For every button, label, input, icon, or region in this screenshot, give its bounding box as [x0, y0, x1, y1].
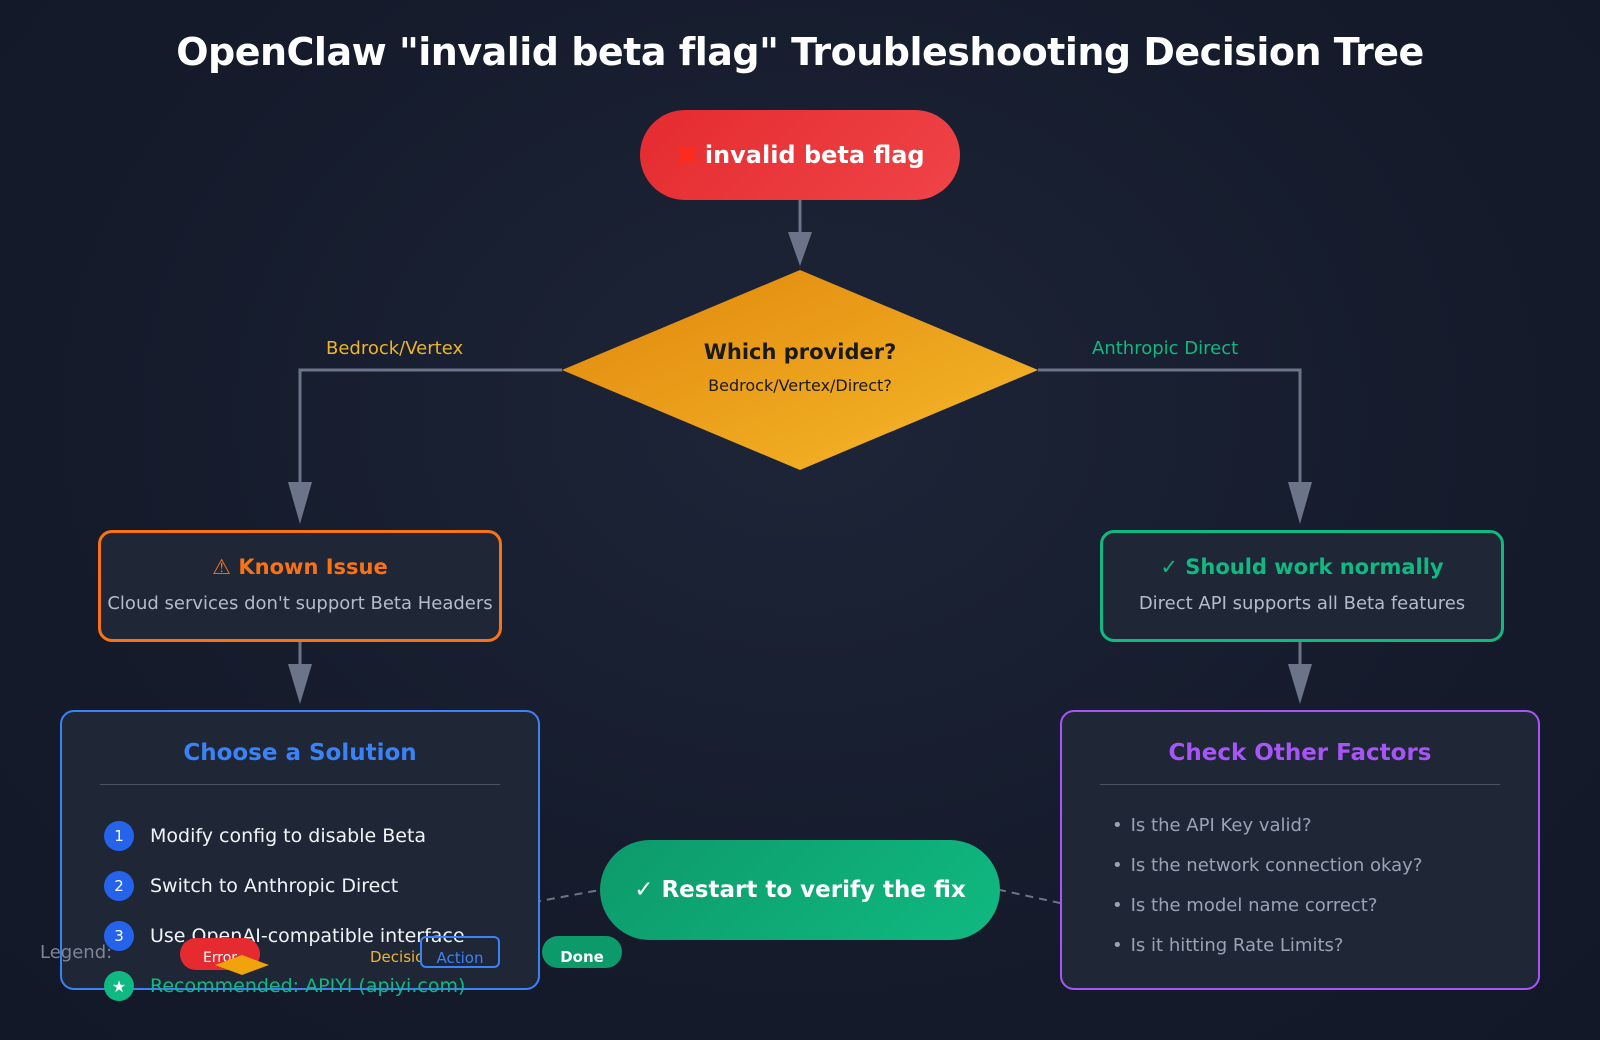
factor-item: •Is the model name correct? — [1112, 895, 1378, 916]
factor-item: •Is the network connection okay? — [1112, 855, 1423, 876]
factor-label: Is it hitting Rate Limits? — [1130, 935, 1344, 956]
factor-label: Is the model name correct? — [1130, 895, 1378, 916]
solution-label: Modify config to disable Beta — [150, 825, 427, 847]
number-badge: 3 — [104, 921, 134, 951]
solution-title: Choose a Solution — [183, 740, 417, 766]
x-icon: ✖ — [675, 138, 699, 172]
arrowhead-normal — [1288, 482, 1312, 524]
known-issue-box: ⚠ Known Issue Cloud services don't suppo… — [98, 530, 502, 642]
start-label: invalid beta flag — [704, 141, 925, 169]
factor-label: Is the network connection okay? — [1130, 855, 1423, 876]
arrowhead-solution — [288, 664, 312, 704]
edge-decision-left — [298, 368, 562, 482]
arrowhead-known — [288, 482, 312, 524]
solution-divider — [100, 784, 500, 785]
decision-title: Which provider? — [703, 339, 897, 364]
decision-diamond — [562, 270, 1038, 470]
known-issue-body: Cloud services don't support Beta Header… — [107, 593, 493, 614]
arrowhead-factors — [1288, 664, 1312, 704]
branch-label-right: Anthropic Direct — [1092, 338, 1239, 359]
normal-title: ✓ Should work normally — [1160, 555, 1444, 579]
factors-divider — [1100, 784, 1500, 785]
factor-item: •Is the API Key valid? — [1112, 815, 1312, 836]
solution-item: 1 Modify config to disable Beta — [104, 820, 465, 852]
solution-item-recommended: ★ Recommended: APIYI (apiyi.com) — [104, 970, 465, 1002]
decision-node: Which provider? Bedrock/Vertex/Direct? — [560, 268, 1040, 472]
solution-label: Switch to Anthropic Direct — [150, 875, 399, 897]
solution-panel: Choose a Solution 1 Modify config to dis… — [60, 710, 540, 1001]
factor-item: •Is it hitting Rate Limits? — [1112, 935, 1344, 956]
number-badge: 1 — [104, 821, 134, 851]
arrowhead-decision — [788, 232, 812, 266]
factor-list: •Is the API Key valid? •Is the network c… — [1112, 810, 1422, 970]
normal-box: ✓ Should work normally Direct API suppor… — [1100, 530, 1504, 642]
start-node-error: ✖ invalid beta flag — [640, 110, 960, 200]
decision-subtitle: Bedrock/Vertex/Direct? — [708, 375, 892, 395]
page-title: OpenClaw "invalid beta flag" Troubleshoo… — [176, 30, 1424, 74]
factors-title: Check Other Factors — [1168, 740, 1432, 766]
branch-label-left: Bedrock/Vertex — [326, 338, 464, 359]
legend-label: Legend: — [40, 942, 113, 963]
restart-node: ✓ Restart to verify the fix — [600, 840, 1000, 940]
factor-label: Is the API Key valid? — [1130, 815, 1312, 836]
legend-decision: Decision — [370, 948, 422, 966]
legend-diamond-icon — [215, 955, 269, 975]
number-badge: 2 — [104, 871, 134, 901]
factors-panel: Check Other Factors •Is the API Key vali… — [1060, 710, 1540, 990]
legend-done: Done — [542, 936, 622, 968]
solution-item: 2 Switch to Anthropic Direct — [104, 870, 465, 902]
solution-label: Recommended: APIYI (apiyi.com) — [150, 975, 466, 997]
known-issue-title: ⚠ Known Issue — [212, 555, 388, 579]
solution-list: 1 Modify config to disable Beta 2 Switch… — [104, 820, 465, 1020]
normal-body: Direct API supports all Beta features — [1138, 593, 1466, 614]
edge-decision-right — [1038, 368, 1302, 482]
legend-action: Action — [420, 936, 500, 968]
star-icon: ★ — [104, 971, 134, 1001]
restart-label: ✓ Restart to verify the fix — [634, 877, 966, 903]
